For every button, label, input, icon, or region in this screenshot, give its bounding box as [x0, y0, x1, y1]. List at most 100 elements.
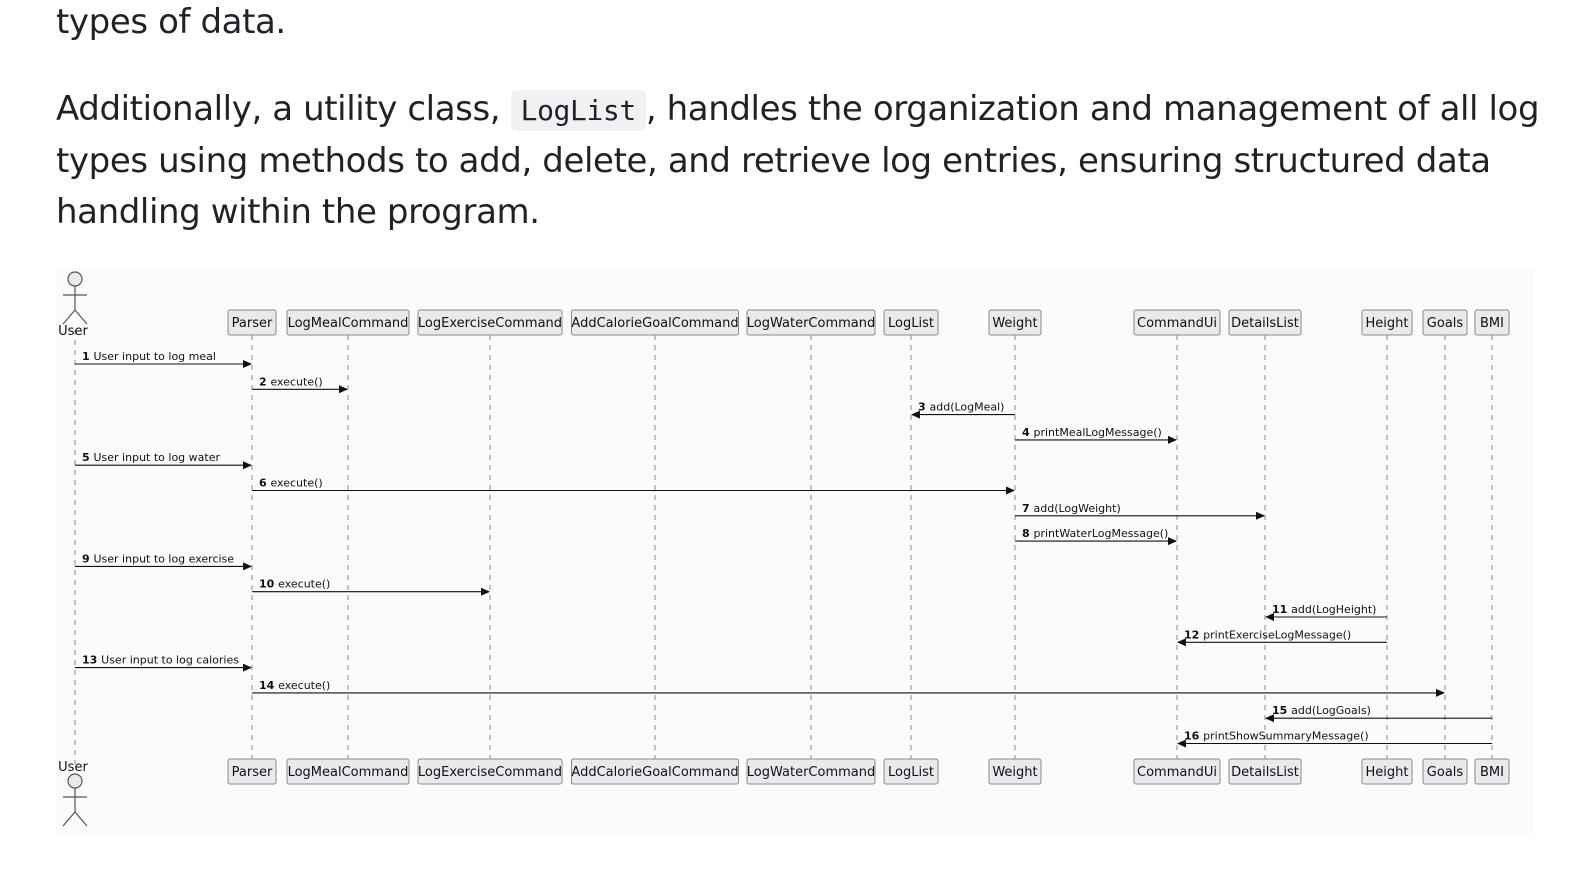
actor-label-bottom: User	[58, 760, 88, 775]
participant-box-log-water-command-bottom	[746, 758, 876, 785]
message-text-9: User input to log exercise	[93, 552, 234, 565]
message-text-15: add(LogGoals)	[1291, 704, 1371, 717]
actor-head-top	[67, 271, 83, 287]
sequence-diagram-svg: ParserParserLogMealCommandLogMealCommand…	[58, 271, 1510, 827]
participant-box-add-calorie-goal-command-top	[571, 309, 739, 336]
message-text-14: execute()	[278, 679, 330, 692]
message-label-1: 1 User input to log meal	[82, 350, 216, 363]
message-label-9: 9 User input to log exercise	[82, 552, 234, 565]
participant-box-log-meal-command-top	[286, 309, 410, 336]
actor-leg-left-top	[62, 309, 76, 325]
message-number-5: 5	[82, 451, 93, 464]
actor-head-bottom	[67, 773, 83, 789]
message-arrowhead-3	[911, 410, 920, 419]
inline-code-loglist: LogList	[510, 90, 646, 131]
participant-label-log-list-bottom: LogList	[888, 765, 934, 780]
message-label-16: 16 printShowSummaryMessage()	[1184, 730, 1369, 743]
participant-label-parser-top: Parser	[232, 316, 273, 331]
participant-box-parser-top	[227, 309, 277, 336]
participant-box-details-list-top	[1228, 309, 1302, 336]
paragraph-types-of-data: types of data.	[56, 2, 286, 42]
message-label-12: 12 printExerciseLogMessage()	[1184, 628, 1351, 641]
message-arrowhead-10	[481, 587, 490, 596]
message-label-8: 8 printWaterLogMessage()	[1022, 527, 1168, 540]
message-label-11: 11 add(LogHeight)	[1272, 603, 1376, 616]
message-arrowhead-14	[1436, 688, 1445, 697]
message-label-7: 7 add(LogWeight)	[1022, 502, 1121, 515]
message-text-6: execute()	[270, 477, 322, 490]
participant-label-bmi-bottom: BMI	[1480, 765, 1504, 780]
participant-box-log-exercise-command-top	[417, 309, 563, 336]
participant-label-details-list-bottom: DetailsList	[1231, 765, 1299, 780]
paragraph-text-before: Additionally, a utility class,	[56, 89, 511, 129]
message-number-6: 6	[259, 477, 270, 490]
participant-label-log-meal-command-top: LogMealCommand	[288, 316, 409, 331]
message-arrowhead-6	[1006, 486, 1015, 495]
message-number-13: 13	[82, 654, 101, 667]
message-text-7: add(LogWeight)	[1033, 502, 1120, 515]
message-label-15: 15 add(LogGoals)	[1272, 704, 1371, 717]
participant-box-details-list-bottom	[1228, 758, 1302, 785]
actor-leg-right-top	[74, 309, 88, 325]
participant-label-add-calorie-goal-command-bottom: AddCalorieGoalCommand	[571, 765, 738, 780]
message-label-3: 3 add(LogMeal)	[918, 401, 1004, 414]
message-text-12: printExerciseLogMessage()	[1203, 628, 1351, 641]
message-arrowhead-12	[1177, 638, 1186, 647]
message-text-1: User input to log meal	[93, 350, 215, 363]
participant-box-log-exercise-command-bottom	[417, 758, 563, 785]
participant-box-bmi-top	[1474, 309, 1510, 336]
message-text-16: printShowSummaryMessage()	[1203, 730, 1368, 743]
message-number-11: 11	[1272, 603, 1291, 616]
message-arrowhead-7	[1256, 511, 1265, 520]
message-text-8: printWaterLogMessage()	[1033, 527, 1168, 540]
message-number-1: 1	[82, 350, 93, 363]
participant-label-log-meal-command-bottom: LogMealCommand	[288, 765, 409, 780]
participant-box-height-top	[1361, 309, 1413, 336]
participant-box-bmi-bottom	[1474, 758, 1510, 785]
message-label-10: 10 execute()	[259, 578, 330, 591]
message-arrowhead-9	[243, 562, 252, 571]
participant-box-goals-top	[1422, 309, 1468, 336]
participant-box-goals-bottom	[1422, 758, 1468, 785]
participant-label-goals-top: Goals	[1427, 316, 1464, 331]
message-number-7: 7	[1022, 502, 1033, 515]
participant-label-log-water-command-top: LogWaterCommand	[747, 316, 875, 331]
message-label-2: 2 execute()	[259, 375, 323, 388]
message-number-9: 9	[82, 552, 93, 565]
participant-box-add-calorie-goal-command-bottom	[571, 758, 739, 785]
message-text-4: printMealLogMessage()	[1033, 426, 1161, 439]
participant-label-weight-bottom: Weight	[992, 765, 1037, 780]
message-number-2: 2	[259, 375, 270, 388]
message-label-14: 14 execute()	[259, 679, 330, 692]
participant-label-bmi-top: BMI	[1480, 316, 1504, 331]
participant-box-log-list-bottom	[883, 758, 939, 785]
participant-label-parser-bottom: Parser	[232, 765, 273, 780]
message-text-13: User input to log calories	[101, 654, 239, 667]
message-label-13: 13 User input to log calories	[82, 654, 239, 667]
message-number-3: 3	[918, 401, 929, 414]
message-number-14: 14	[259, 679, 278, 692]
message-arrowhead-15	[1265, 714, 1274, 723]
participant-label-log-water-command-bottom: LogWaterCommand	[747, 765, 875, 780]
message-arrowhead-16	[1177, 739, 1186, 748]
message-arrowhead-13	[243, 663, 252, 672]
participant-box-height-bottom	[1361, 758, 1413, 785]
message-text-10: execute()	[278, 578, 330, 591]
participant-label-goals-bottom: Goals	[1427, 765, 1464, 780]
participant-label-weight-top: Weight	[992, 316, 1037, 331]
message-arrowhead-8	[1168, 537, 1177, 546]
participant-label-log-exercise-command-bottom: LogExerciseCommand	[418, 765, 562, 780]
message-number-15: 15	[1272, 704, 1291, 717]
message-label-6: 6 execute()	[259, 477, 323, 490]
message-text-2: execute()	[270, 375, 322, 388]
message-number-10: 10	[259, 578, 278, 591]
message-number-8: 8	[1022, 527, 1033, 540]
message-arrowhead-11	[1265, 613, 1274, 621]
message-label-4: 4 printMealLogMessage()	[1022, 426, 1162, 439]
message-number-16: 16	[1184, 730, 1203, 743]
participant-label-command-ui-bottom: CommandUi	[1137, 765, 1217, 780]
message-label-5: 5 User input to log water	[82, 451, 220, 464]
message-arrowhead-5	[243, 461, 252, 470]
